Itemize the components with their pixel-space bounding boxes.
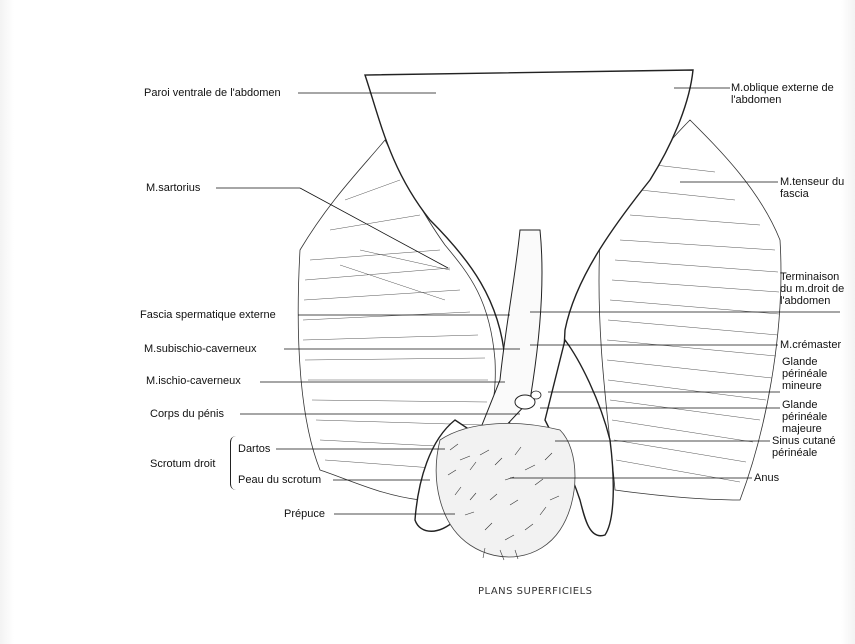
label-sartorius: M.sartorius <box>146 182 200 194</box>
label-droit: Terminaison du m.droit de l'abdomen <box>780 271 852 307</box>
label-corps-penis: Corps du pénis <box>150 408 224 420</box>
label-dartos: Dartos <box>238 443 270 455</box>
label-glande-mineure: Glande périnéale mineure <box>782 356 844 392</box>
label-peau-scrotum: Peau du scrotum <box>238 474 321 486</box>
gland-small <box>531 391 541 399</box>
label-scrotum-droit: Scrotum droit <box>150 458 215 470</box>
label-oblique: M.oblique externe de l'abdomen <box>731 82 853 106</box>
scrotum-hair <box>436 423 575 557</box>
label-ischio: M.ischio-caverneux <box>146 375 241 387</box>
label-cremaster: M.crémaster <box>780 339 841 351</box>
label-paroi: Paroi ventrale de l'abdomen <box>144 87 281 99</box>
label-sinus: Sinus cutané périnéale <box>772 435 844 459</box>
label-glande-majeure: Glande périnéale majeure <box>782 399 844 435</box>
label-prepuce: Prépuce <box>284 508 325 520</box>
label-tenseur: M.tenseur du fascia <box>780 176 852 200</box>
label-fascia-spermatique: Fascia spermatique externe <box>140 309 276 321</box>
figure-caption: PLANS SUPERFICIELS <box>478 586 593 597</box>
label-subischio: M.subischio-caverneux <box>144 343 257 355</box>
label-anus: Anus <box>754 472 779 484</box>
